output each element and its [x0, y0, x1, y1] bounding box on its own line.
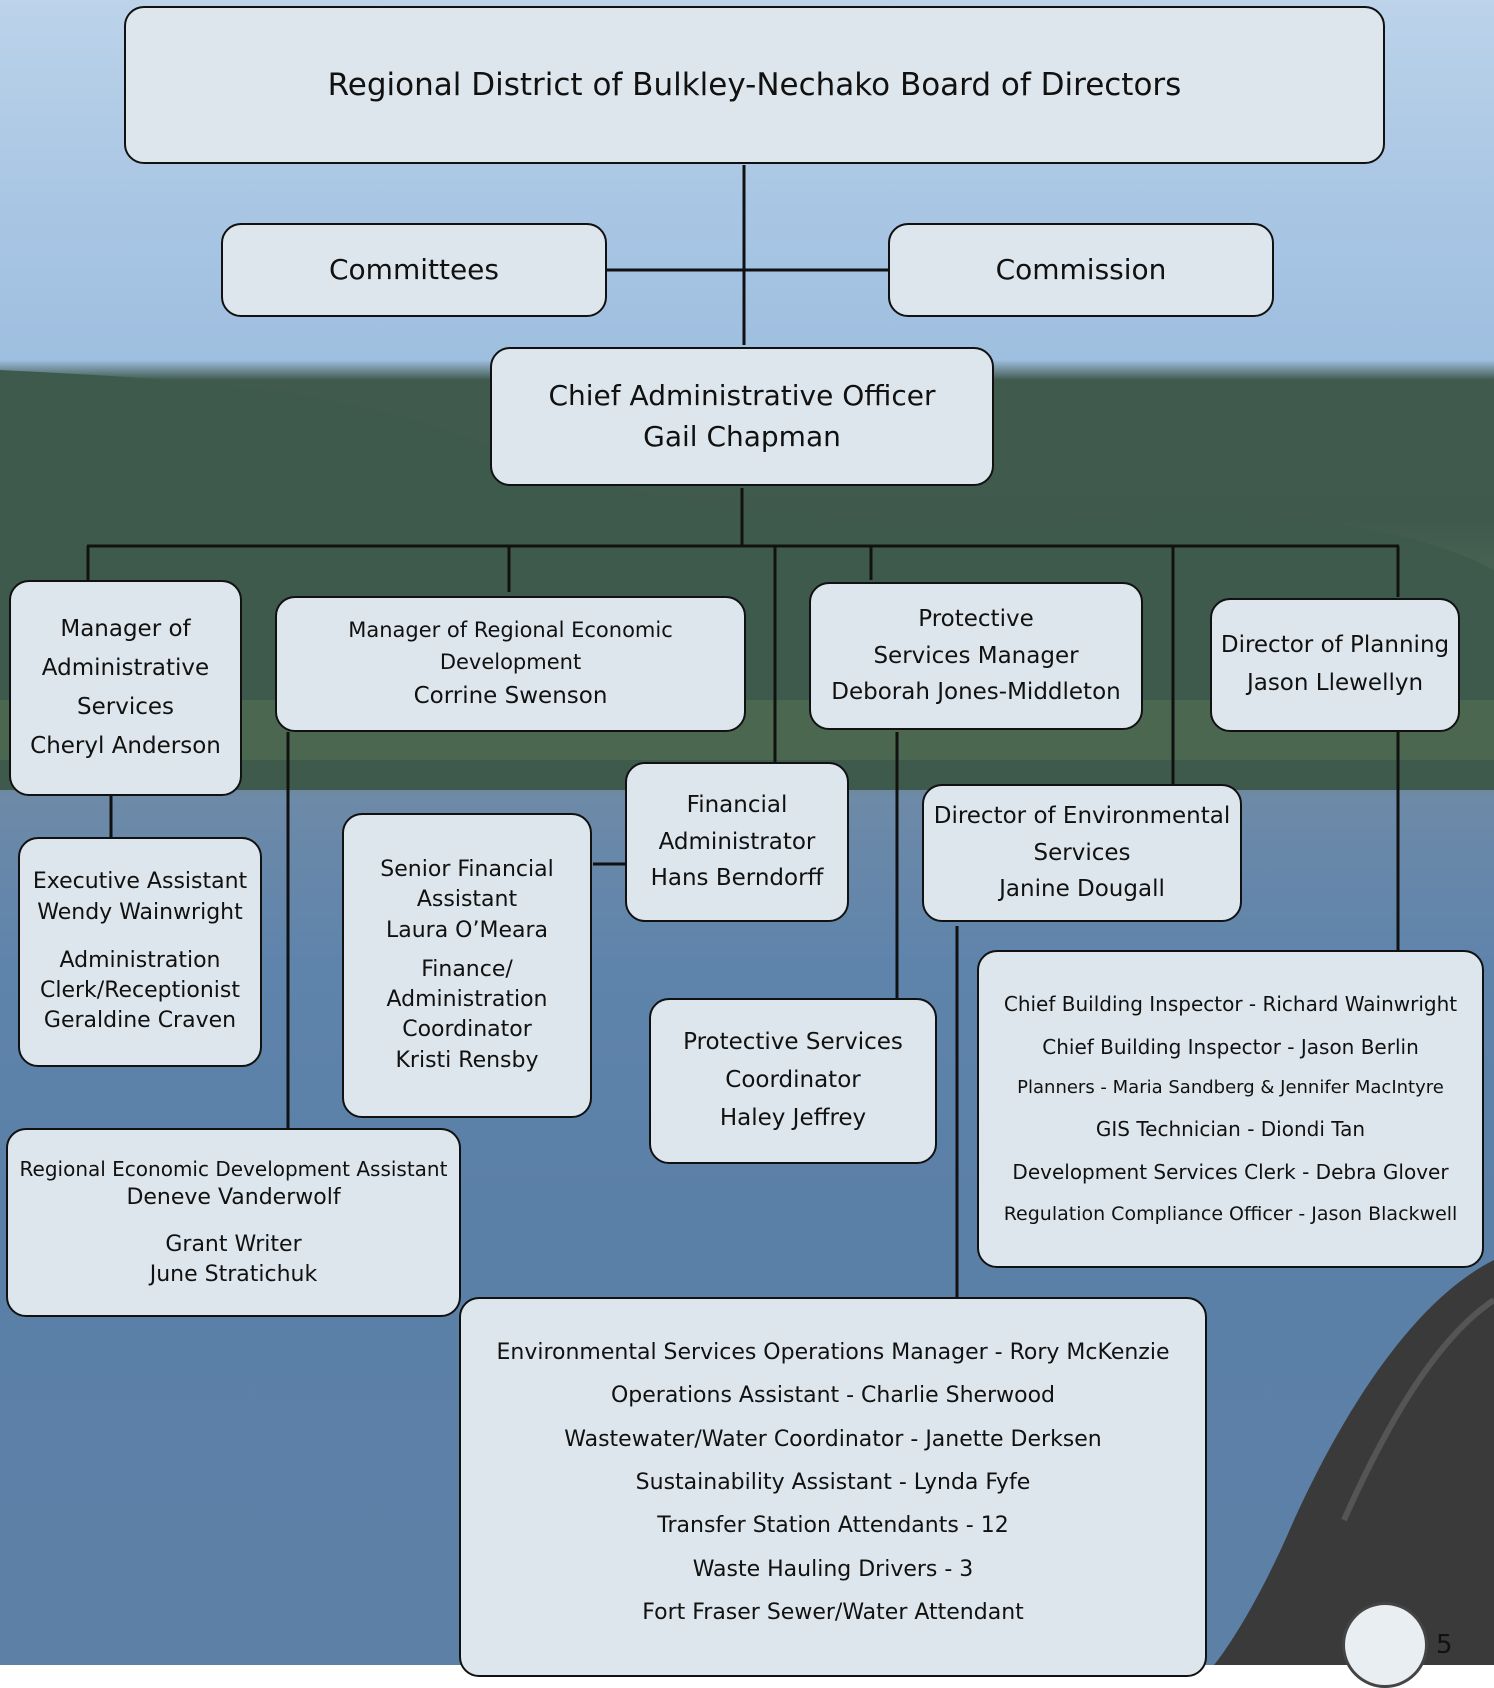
finance-coordinator-name: Kristi Rensby [395, 1047, 539, 1073]
commission-box: Commission [888, 223, 1274, 317]
env-staff-line-3: Wastewater/Water Coordinator - Janette D… [564, 1426, 1102, 1452]
financial-administrator-box: Financial Administrator Hans Berndorff [625, 762, 849, 922]
cao-box: Chief Administrative Officer Gail Chapma… [490, 347, 994, 486]
director-environmental-services-box: Director of Environmental Services Janin… [922, 784, 1242, 922]
admin-clerk-title-1: Administration [59, 947, 221, 973]
committees-label: Committees [328, 252, 499, 286]
environmental-staff-box: Environmental Services Operations Manage… [459, 1297, 1207, 1677]
finance-coordinator-title-3: Coordinator [402, 1017, 532, 1043]
admin-services-title-2: Administrative [41, 654, 210, 681]
senior-financial-name: Laura O’Meara [385, 917, 549, 943]
protective-coord-title-1: Protective Services [683, 1029, 903, 1056]
regional-district-logo [1342, 1602, 1428, 1688]
kayak-bow [1214, 1260, 1494, 1665]
econ-dev-name: Corrine Swenson [413, 682, 608, 709]
cao-name: Gail Chapman [643, 419, 841, 453]
cao-title: Chief Administrative Officer [548, 378, 936, 412]
page-number: 5 [1436, 1630, 1453, 1660]
econ-assistant-title: Regional Economic Development Assistant [19, 1156, 448, 1181]
committees-box: Committees [221, 223, 607, 317]
director-of-planning-box: Director of Planning Jason Llewellyn [1210, 598, 1460, 732]
finance-coordinator-title-2: Administration [386, 987, 548, 1013]
admin-clerk-name: Geraldine Craven [43, 1008, 237, 1034]
planning-staff-box: Chief Building Inspector - Richard Wainw… [977, 950, 1484, 1268]
planning-title: Director of Planning [1220, 632, 1450, 659]
planning-staff-line-4: GIS Technician - Diondi Tan [1095, 1116, 1366, 1141]
env-staff-line-7: Fort Fraser Sewer/Water Attendant [642, 1599, 1024, 1625]
protective-coord-title-2: Coordinator [725, 1067, 861, 1094]
protective-mgr-name: Deborah Jones-Middleton [831, 679, 1121, 706]
exec-assistant-title: Executive Assistant [32, 869, 248, 895]
admin-services-title-1: Manager of [60, 615, 191, 642]
finance-coordinator-title-1: Finance/ [421, 956, 513, 982]
planning-staff-line-5: Development Services Clerk - Debra Glove… [1012, 1159, 1449, 1184]
econ-dev-assistant-box: Regional Economic Development Assistant … [6, 1128, 461, 1317]
protective-coord-name: Haley Jeffrey [719, 1104, 867, 1131]
env-director-title-2: Services [1033, 839, 1131, 866]
planning-staff-line-3: Planners - Maria Sandberg & Jennifer Mac… [1017, 1077, 1444, 1099]
protective-services-manager-box: Protective Services Manager Deborah Jone… [809, 582, 1143, 730]
econ-dev-title: Manager of Regional Economic Development [348, 617, 673, 675]
financial-admin-name: Hans Berndorff [650, 865, 824, 892]
grant-writer-name: June Stratichuk [149, 1261, 318, 1287]
admin-clerk-title-2: Clerk/Receptionist [40, 977, 240, 1003]
board-of-directors-box: Regional District of Bulkley-Nechako Boa… [124, 6, 1385, 164]
commission-label: Commission [995, 252, 1167, 286]
protective-mgr-title-2: Services Manager [873, 642, 1079, 669]
env-staff-line-4: Sustainability Assistant - Lynda Fyfe [635, 1469, 1031, 1495]
econ-assistant-name: Deneve Vanderwolf [126, 1184, 341, 1210]
financial-admin-title-1: Financial [686, 791, 788, 818]
planning-staff-line-6: Regulation Compliance Officer - Jason Bl… [1003, 1202, 1458, 1225]
board-title: Regional District of Bulkley-Nechako Boa… [327, 66, 1182, 103]
env-staff-line-6: Waste Hauling Drivers - 3 [692, 1556, 974, 1582]
grant-writer-title: Grant Writer [165, 1231, 302, 1257]
planning-name: Jason Llewellyn [1246, 670, 1424, 696]
env-staff-line-5: Transfer Station Attendants - 12 [657, 1513, 1009, 1539]
protective-services-coordinator-box: Protective Services Coordinator Haley Je… [649, 998, 937, 1164]
env-staff-line-2: Operations Assistant - Charlie Sherwood [610, 1383, 1056, 1409]
planning-staff-line-2: Chief Building Inspector - Jason Berlin [1042, 1035, 1419, 1060]
env-staff-line-1: Environmental Services Operations Manage… [496, 1340, 1170, 1365]
admin-services-title-3: Services [77, 694, 174, 720]
env-director-name: Janine Dougall [999, 876, 1165, 903]
admin-services-name: Cheryl Anderson [30, 733, 221, 760]
senior-financial-assistant-box: Senior Financial Assistant Laura O’Meara… [342, 813, 592, 1118]
econ-dev-manager-box: Manager of Regional Economic Development… [275, 596, 746, 732]
senior-financial-title-1: Senior Financial [380, 856, 554, 882]
env-director-title-1: Director of Environmental [933, 802, 1231, 829]
exec-assistant-name: Wendy Wainwright [37, 899, 243, 925]
financial-admin-title-2: Administrator [658, 828, 816, 855]
admin-services-box: Manager of Administrative Services Chery… [9, 580, 242, 796]
protective-mgr-title-1: Protective [918, 605, 1034, 632]
executive-assistant-box: Executive Assistant Wendy Wainwright Adm… [18, 837, 262, 1067]
planning-staff-line-1: Chief Building Inspector - Richard Wainw… [1003, 992, 1458, 1017]
senior-financial-title-2: Assistant [416, 887, 518, 913]
